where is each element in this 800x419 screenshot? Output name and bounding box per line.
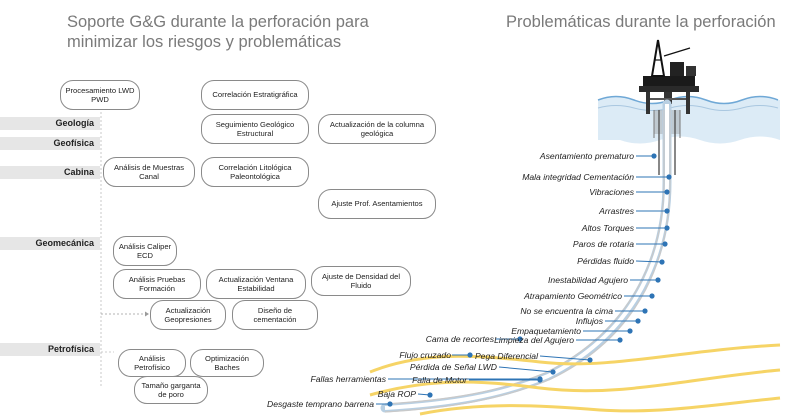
activity-actualizacion-columna: Actualización de la columna geológica <box>318 114 436 144</box>
category-band-geomecanica <box>0 237 100 250</box>
category-band-geofisica <box>0 137 100 150</box>
problem-marker-dot <box>635 318 641 324</box>
right-title: Problemáticas durante la perforación <box>506 13 776 31</box>
problem-marker-dot <box>467 352 473 358</box>
problem-marker-dot <box>659 259 665 265</box>
problem-cama-recortes: Cama de recortes <box>425 334 494 344</box>
problem-marker-dot <box>642 308 648 314</box>
activity-diseno-cementacion: Diseño de cementación <box>232 300 318 330</box>
problem-arrastres: Arrastres <box>599 206 634 216</box>
problem-fallas-herramientas: Fallas herramientas <box>310 374 386 384</box>
category-geomecanica: Geomecánica <box>35 238 94 248</box>
activity-correlacion-estratigrafica: Correlación Estratigráfica <box>201 80 309 110</box>
problem-marker-dot <box>666 174 672 180</box>
problem-marker-dot <box>664 225 670 231</box>
problem-marker-dot <box>550 369 556 375</box>
problem-marker-dot <box>387 401 393 407</box>
activity-seguimiento-geologico: Seguimiento Geológico Estructural <box>201 114 309 144</box>
problem-marker-dot <box>655 277 661 283</box>
problem-marker-dot <box>587 357 593 363</box>
activity-analisis-petrofisico: Análisis Petrofísico <box>118 349 186 377</box>
problem-marker-dot <box>651 153 657 159</box>
problem-no-se-encuentra-cima: No se encuentra la cima <box>520 306 613 316</box>
problem-marker-dot <box>427 392 433 398</box>
problem-perdidas-fluido: Pérdidas fluido <box>577 256 634 266</box>
activity-procesamiento-lwd-pwd: Procesamiento LWD PWD <box>60 80 140 110</box>
category-geologia: Geología <box>55 118 94 128</box>
problem-baja-rop: Baja ROP <box>377 389 416 399</box>
problem-mala-integridad-cementacion: Mala integridad Cementación <box>522 172 634 182</box>
problem-atrapamiento-geometrico: Atrapamiento Geométrico <box>524 291 622 301</box>
activity-ajuste-densidad: Ajuste de Densidad del Fluido <box>311 266 411 296</box>
problem-altos-torques: Altos Torques <box>581 223 634 233</box>
problem-flujo-cruzado: Flujo cruzado <box>399 350 451 360</box>
problem-marker-dot <box>649 293 655 299</box>
problem-asentamiento-prematuro: Asentamiento prematuro <box>539 151 634 161</box>
category-band-cabina <box>0 166 100 179</box>
problem-leader-line <box>498 366 554 373</box>
activity-analisis-caliper: Análisis Caliper ECD <box>113 236 177 266</box>
category-cabina: Cabina <box>63 167 94 177</box>
category-petrofisica: Petrofísica <box>47 344 94 354</box>
left-title: Soporte G&G durante la perforación para … <box>67 13 369 51</box>
activity-ventana-estabilidad: Actualización Ventana Estabilidad <box>206 269 306 299</box>
problem-paros-rotaria: Paros de rotaria <box>572 239 634 249</box>
activity-correlacion-litologica: Correlación Litológica Paleontológica <box>201 157 309 187</box>
activity-analisis-pruebas: Análisis Pruebas Formación <box>113 269 201 299</box>
category-band-petrofisica <box>0 343 100 356</box>
problem-marker-dot <box>517 336 523 342</box>
problem-desgaste-temprano-barrena: Desgaste temprano barrena <box>266 399 374 409</box>
activity-tamano-garganta: Tamaño garganta de poro <box>134 376 208 404</box>
problem-leader-line <box>539 355 591 361</box>
category-band-geologia <box>0 117 100 130</box>
problem-empaquetamiento: Empaquetamiento <box>511 326 581 336</box>
activity-analisis-muestras: Análisis de Muestras Canal <box>103 157 195 187</box>
problem-marker-dot <box>627 328 633 334</box>
problem-marker-dot <box>664 189 670 195</box>
problem-marker-dot <box>537 377 543 383</box>
problem-marker-dot <box>617 337 623 343</box>
activity-ajuste-asentamientos: Ajuste Prof. Asentamientos <box>318 189 436 219</box>
problem-marker-dot <box>662 241 668 247</box>
problem-vibraciones: Vibraciones <box>589 187 634 197</box>
problem-marker-dot <box>664 208 670 214</box>
activity-actualizacion-geopresiones: Actualización Geopresiones <box>150 300 226 330</box>
problem-limpieza-agujero: Limpieza del Agujero <box>494 335 574 345</box>
problem-influjos: Influjos <box>575 316 603 326</box>
problem-pega-diferencial: Pega Diferencial <box>474 351 538 361</box>
problem-falla-motor: Falla de Motor <box>412 375 467 385</box>
problem-inestabilidad-agujero: Inestabilidad Agujero <box>548 275 628 285</box>
problem-leader-line <box>635 260 663 263</box>
offshore-platform-icon <box>639 39 699 114</box>
problem-perdida-senal-lwd: Pérdida de Señal LWD <box>409 362 497 372</box>
activity-optimizacion-baches: Optimización Baches <box>190 349 264 377</box>
category-geofisica: Geofísica <box>53 138 94 148</box>
